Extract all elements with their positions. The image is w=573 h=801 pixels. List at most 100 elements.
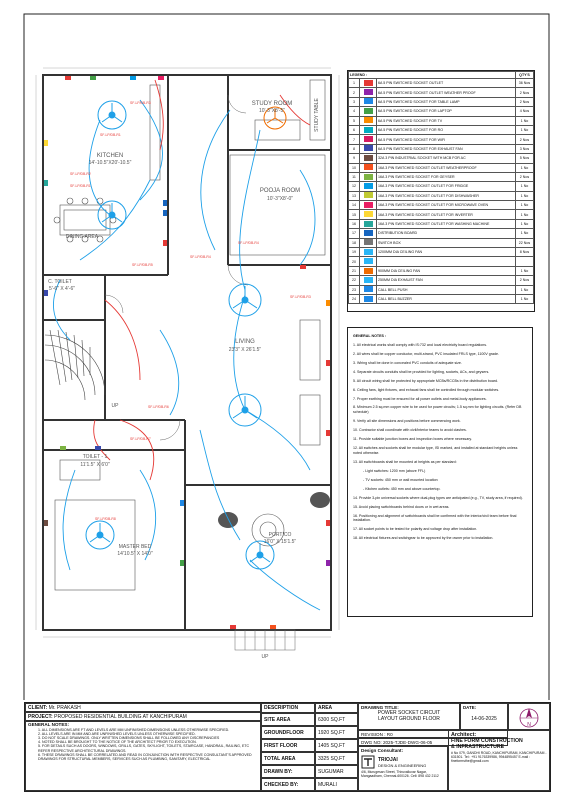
legend-row-description: 16A 3 PIN SWITCHED SOCKET OUTLET FOR MIC… — [376, 200, 516, 211]
note-item: 8. Minimum 2.5 sq.mm copper wire to be u… — [353, 405, 522, 415]
note-item: 9. Verify all site dimensions and positi… — [353, 419, 461, 424]
legend-row: 20 — [348, 256, 534, 267]
legend-row-number: 5 — [348, 115, 360, 126]
area-row-value: 1920 SQ.FT — [315, 726, 358, 739]
area-row-value: MURALI — [315, 778, 358, 791]
drawing-title-box: DRAWING TITLE: POWER SOCKET CIRCUIT LAYO… — [358, 703, 460, 730]
legend-symbol-icon — [359, 218, 377, 230]
legend-symbol-icon — [359, 181, 377, 192]
legend-row-number: 15 — [348, 209, 360, 220]
legend-row-description: 6A 5 PIN SWITCHED SOCKET OUTLET WEATHER … — [376, 87, 516, 98]
legend-row-description: SWITCH BOX — [376, 237, 516, 249]
legend-row-description: 32A 3 PIN INDUSTRIAL SOCKET WITH MCB FOR… — [376, 153, 516, 164]
legend-symbol-icon — [359, 115, 377, 126]
drawing-number: DWG NO: 2025-TJDE-DWG-06-05 — [358, 738, 508, 746]
legend-row-description: 6A 5 PIN SWITCHED SOCKET OUTLET — [376, 77, 516, 89]
legend-row-description — [376, 256, 516, 267]
legend-row: 2 6A 5 PIN SWITCHED SOCKET OUTLET WEATHER… — [348, 87, 534, 98]
note-item: 12. All switches and sockets shall be mo… — [353, 446, 518, 455]
circuit-label: SF-LP/DB-R5 — [132, 263, 153, 267]
legend-symbol-icon — [359, 96, 377, 108]
legend-title: LEGEND : — [348, 71, 516, 79]
legend-row-qty: 8 Nos — [515, 247, 534, 258]
legend-row-description: 900MM DIA CEILING FAN — [376, 265, 516, 277]
room-toilet1-dim: 11'1.5" X 6'0" — [80, 462, 110, 468]
title-notes-heading: GENERAL NOTES: — [28, 722, 70, 727]
project-row: PROJECT: PROPOSED RESIDENTIAL BUILDING A… — [25, 712, 261, 721]
room-master-dim: 14'10.5" X 14'0" — [117, 551, 152, 557]
legend-row-number: 1 — [348, 77, 360, 89]
legend-row-number: 16 — [348, 218, 360, 230]
legend-qty-header: QTY'S — [515, 71, 534, 79]
note-item: 18. All electrical fixtures and switchge… — [353, 536, 494, 541]
note-item: 16. Positioning and alignment of switchb… — [353, 513, 517, 523]
legend-symbol-icon — [359, 143, 377, 155]
legend-row-number: 18 — [348, 237, 360, 249]
architect-label: Architect: — [451, 732, 477, 738]
note-item: 15. Avoid placing switchboards behind do… — [353, 504, 450, 509]
room-portico-dim: 16'0" X 15'1.5" — [264, 539, 297, 545]
circuit-label: SF-LP/DB-R8 — [95, 517, 116, 521]
legend-row-qty: 1 No — [515, 284, 534, 296]
legend-row: 12 16A 3 PIN SWITCHED SOCKET OUTLET FOR F… — [348, 181, 534, 192]
circuit-label: SF-LP/DB-R1 — [100, 133, 121, 137]
legend-row-qty: 5 Nos — [515, 153, 534, 164]
architect-name: FINE FORM CONSTRUCTION — [451, 738, 523, 744]
circuit-label: SF-LP/DB-R3 — [130, 101, 151, 105]
legend-symbol-icon — [359, 293, 377, 305]
consultant-box: Design Consultant: TRIOJAI DESIGN & ENGI… — [358, 746, 448, 791]
legend-row-number: 12 — [348, 181, 360, 192]
note-item: 17. All socket points to be tested for p… — [353, 527, 478, 532]
legend-row-qty: 3 Nos — [515, 143, 534, 155]
circuit-label: SF-LP/DB-R7 — [130, 437, 151, 441]
legend-row-qty: 1 No — [515, 162, 534, 173]
room-ctoilet-dim: 5'-6" X 4'-6" — [49, 286, 75, 292]
note-item: 2. All wires shall be copper conductor, … — [353, 351, 499, 356]
legend-row-number: 2 — [348, 87, 360, 98]
architect-box: Architect: FINE FORM CONSTRUCTION & INFR… — [448, 730, 550, 791]
date-value: 14-06-2025 — [471, 716, 497, 722]
room-living-name: LIVING — [235, 339, 255, 345]
legend-row-description: 16A 3 PIN SWITCHED SOCKET OUTLET FOR FRI… — [376, 181, 516, 192]
legend-symbol-icon — [359, 209, 377, 220]
legend-row-number: 10 — [348, 162, 360, 173]
area-row-label: FIRST FLOOR — [261, 739, 315, 752]
note-item: 3. Wiring shall be done in concealed PVC… — [353, 360, 462, 365]
circuit-label: SF-LP/DB-R4 — [238, 241, 259, 245]
area-header: AREA — [315, 703, 358, 713]
note-item: 6. Ceiling fans, light fixtures, and exh… — [353, 387, 500, 392]
legend-row-description: 16A 3 PIN SWITCHED SOCKET OUTLET FOR INV… — [376, 209, 516, 220]
legend-row-description: CALL BELL BUZZER — [376, 293, 516, 305]
room-kitchen-dim: 14'-10.5"X20'-10.5" — [89, 160, 132, 166]
bottom-up-label: UP — [262, 654, 270, 660]
floor-plan: KITCHEN 14'-10.5"X20'-10.5" DINING AREA … — [23, 13, 550, 700]
legend-table: LEGEND : QTY'S 1 6A 5 PIN SWITCHED SOCKET… — [347, 70, 535, 312]
legend-row-description: 6A 5 PIN SWITCHED SOCKET FOR TABLE LAMP — [376, 96, 516, 108]
legend-row-number: 8 — [348, 143, 360, 155]
legend-row-qty: 1 No — [515, 181, 534, 192]
room-pooja-name: POOJA ROOM — [260, 188, 300, 194]
study-table-label: STUDY TABLE — [314, 98, 320, 132]
legend-row-qty — [515, 256, 534, 267]
circuit-label: SF-LP/DB-R2 — [70, 172, 91, 176]
architect-address: # No 079, GANDHI ROAD, KANCHIPURAM, KANC… — [451, 751, 547, 763]
legend-row-description: 6A 5 PIN SWITCHED SOCKET FOR WIFI — [376, 134, 516, 145]
legend-symbol-icon — [359, 237, 377, 249]
title-note-item: 6. THESE DRAWINGS SHALL BE CORRELATED AN… — [38, 752, 252, 762]
project-value: PROPOSED RESIDENTIAL BUILDING AT KANCHIP… — [54, 714, 187, 720]
title-note-item: 4. NOTED SHALL BE BROUGHT TO THE NOTICE … — [38, 740, 197, 745]
circuit-label: SF-LP/DB-R3 — [290, 295, 311, 299]
circuit-label: SF-LP/DB-R1 — [70, 184, 91, 188]
title-note-item: 3. DO NOT SCALE DRAWINGS. ONLY WRITTEN D… — [38, 736, 220, 740]
legend-row-number: 19 — [348, 247, 360, 258]
socket-markers — [44, 76, 330, 629]
